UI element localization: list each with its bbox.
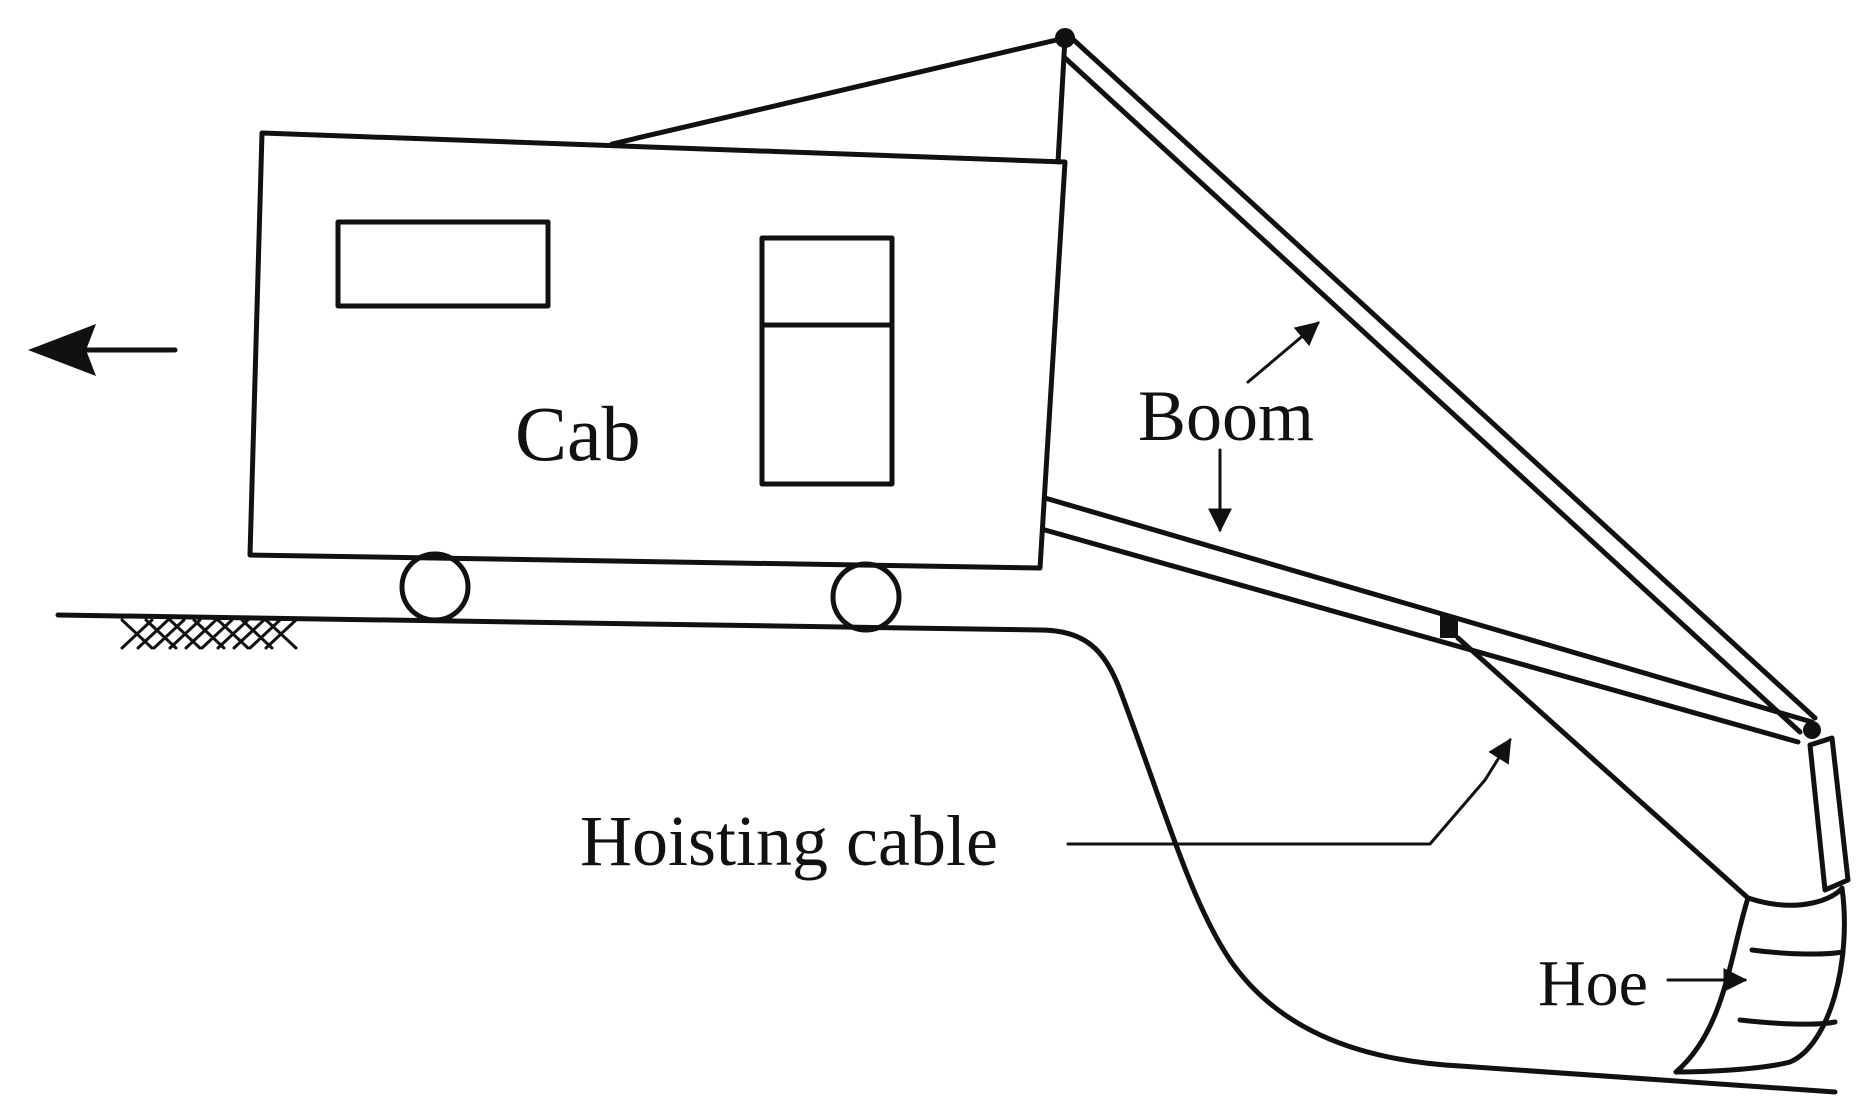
hatch-icon bbox=[120, 618, 298, 650]
cable-leader bbox=[1066, 737, 1512, 846]
hoe-label: Hoe bbox=[1538, 947, 1648, 1020]
cab-body bbox=[247, 130, 1068, 571]
cab-wheel-rear bbox=[830, 561, 902, 633]
hoisting-cable bbox=[1455, 635, 1751, 901]
cab-label: Cab bbox=[515, 390, 641, 477]
boom-leader-upper bbox=[1246, 321, 1320, 384]
upper-boom bbox=[1062, 29, 1818, 735]
hoe-arm bbox=[1807, 735, 1851, 893]
cab-wheel-front bbox=[399, 551, 471, 623]
ground-surface bbox=[55, 612, 1838, 1095]
cab bbox=[247, 130, 1068, 633]
cab-door bbox=[759, 235, 895, 487]
leaders bbox=[1066, 321, 1748, 992]
boom-label: Boom bbox=[1138, 376, 1314, 456]
hoisting-cable-label: Hoisting cable bbox=[580, 801, 998, 881]
cab-window bbox=[335, 219, 551, 309]
boom-tip-pivot bbox=[1803, 721, 1821, 739]
lower-boom bbox=[1042, 495, 1821, 745]
mast-stay bbox=[609, 35, 1068, 147]
mast bbox=[609, 28, 1075, 165]
mast-pivot bbox=[1055, 28, 1075, 48]
ground bbox=[55, 612, 1838, 1095]
boom-joint bbox=[1440, 616, 1458, 638]
left-arrow-icon bbox=[28, 324, 178, 376]
